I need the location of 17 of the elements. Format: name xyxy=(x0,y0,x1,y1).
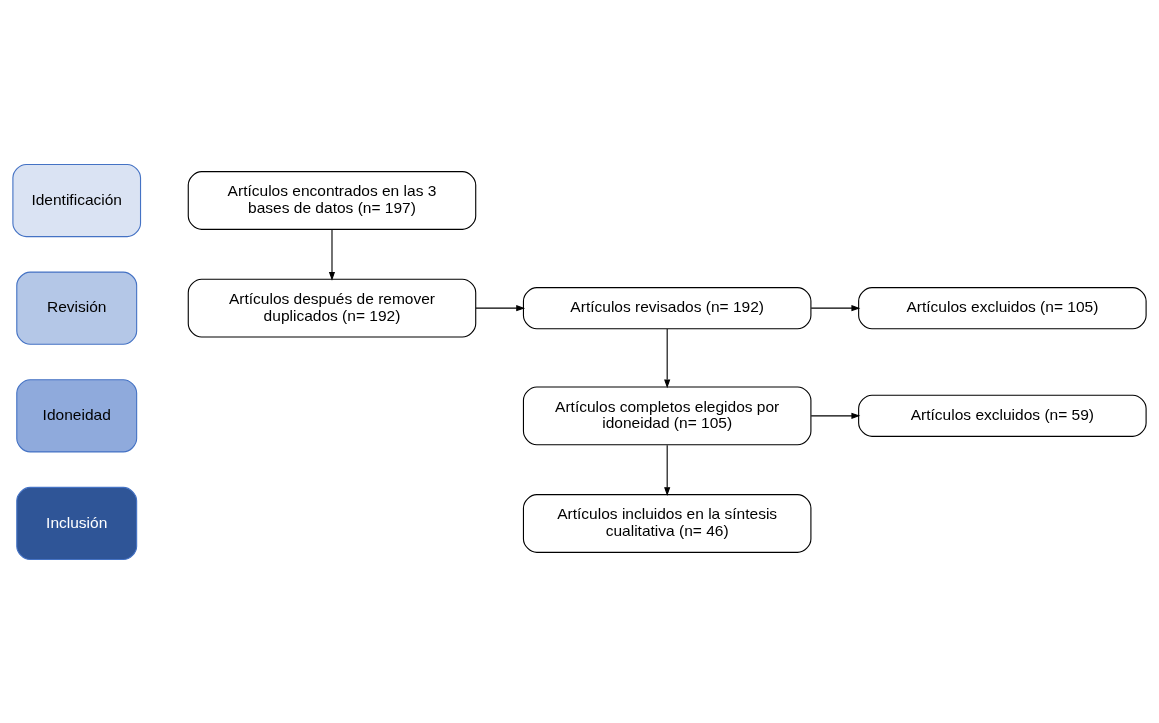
node-box: Idoneidad xyxy=(16,378,138,452)
arrow xyxy=(328,228,336,281)
node-box: Artículos encontrados en las 3 bases de datos (n= 197) xyxy=(187,170,477,230)
node-box: Artículos revisados (n= 192) xyxy=(522,286,812,329)
node-box: Artículos excluidos (n= 105) xyxy=(858,286,1147,329)
arrow xyxy=(664,444,671,496)
node-box: Identificación xyxy=(12,163,142,237)
node-box: Inclusión xyxy=(16,486,138,560)
node-box: Artículos completos elegidos por idoneidad (n= 105) xyxy=(522,385,812,445)
node-box: Artículos excluidos (n= 59) xyxy=(858,394,1147,437)
node-box: Revisión xyxy=(16,271,138,345)
arrow xyxy=(664,328,671,388)
node-box: Artículos después de remover duplicados (n= 192) xyxy=(187,278,477,338)
node-box: Artículos incluidos en la síntesis cualitativa (n= 46) xyxy=(522,493,812,553)
arrow xyxy=(810,304,861,311)
arrow xyxy=(810,412,861,419)
arrow xyxy=(475,304,526,311)
